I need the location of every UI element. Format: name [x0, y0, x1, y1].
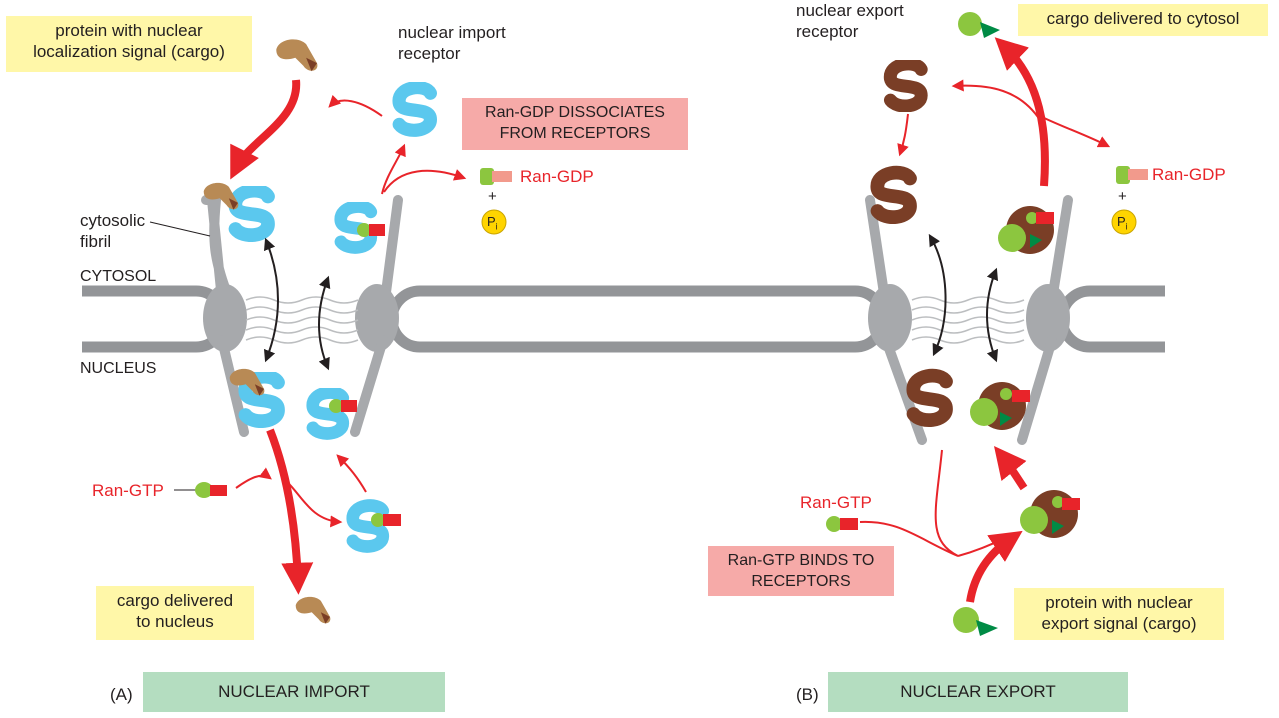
export-receptor-label: nuclear export receptor: [796, 0, 904, 42]
export-receptor-cytosol: [877, 173, 910, 218]
import-plus-sign: +: [488, 188, 497, 205]
cytosolic-fibril-label: cytosolic fibril: [80, 210, 145, 252]
binds-line1: Ran-GTP BINDS TO: [727, 552, 875, 569]
export-complex-nucleus: [970, 382, 1030, 430]
export-cargo-label-line1: protein with nuclear: [1045, 593, 1193, 612]
export-receptor-label-line2: receptor: [796, 22, 859, 41]
export-ran-gtp-label: Ran-GTP: [800, 493, 872, 512]
panel-a-letter: (A): [110, 685, 133, 704]
export-receptor-nucleus: [913, 376, 946, 421]
export-pi-sub: i: [1125, 221, 1128, 232]
import-cargo-label-line2: localization signal (cargo): [33, 42, 225, 61]
export-complex-cytosol: [998, 206, 1054, 254]
panel-a-title: NUCLEAR IMPORT: [143, 672, 445, 712]
export-plus-sign: +: [1118, 188, 1127, 205]
export-molecules: [826, 12, 1148, 636]
import-receptor-label-line2: receptor: [398, 44, 461, 63]
nuclear-pore-export: [865, 195, 1073, 445]
panel-b-letter: (B): [796, 685, 819, 704]
import-receptor-label-line1: nuclear import: [398, 23, 506, 42]
binds-line2: RECEPTORS: [751, 573, 851, 590]
ran-gdp-dissociates-box: Ran-GDP DISSOCIATES FROM RECEPTORS: [462, 98, 688, 150]
membrane-left: [82, 285, 230, 353]
ran-gtp-binds-box: Ran-GTP BINDS TO RECEPTORS: [708, 546, 894, 596]
fibril-line1: cytosolic: [80, 211, 146, 230]
import-cargo-label-line1: protein with nuclear: [55, 21, 203, 40]
import-cargo-free: [276, 39, 318, 72]
dissociates-line2: FROM RECEPTORS: [499, 125, 651, 142]
export-arrows: [859, 37, 1111, 603]
cargo-delivered-cytosol-label: cargo delivered to cytosol: [1018, 4, 1268, 36]
export-pi-label: Pi: [1117, 211, 1128, 238]
export-receptor-free: [890, 64, 921, 106]
import-pi-label: Pi: [487, 211, 498, 238]
import-pi-sub: i: [495, 221, 498, 232]
fibril-line2: fibril: [80, 232, 112, 251]
nucleus-label: NUCLEUS: [80, 360, 157, 377]
import-receptor-ran-nucleus: [313, 393, 343, 434]
delivered-nucleus-line2: to nucleus: [136, 612, 214, 631]
import-ran-gtp-label: Ran-GTP: [92, 481, 164, 500]
delivered-nucleus-line1: cargo delivered: [116, 591, 234, 610]
export-complex-forming: [1020, 490, 1080, 538]
import-pi-letter: P: [487, 214, 496, 229]
panel-b-title: NUCLEAR EXPORT: [828, 672, 1128, 712]
import-arrows: [149, 79, 467, 595]
membrane-right: [1056, 285, 1165, 353]
export-cargo-free: [953, 607, 998, 636]
dissociates-line1: Ran-GDP DISSOCIATES: [485, 104, 665, 121]
export-pi-letter: P: [1117, 214, 1126, 229]
cytosol-label: CYTOSOL: [80, 268, 157, 285]
import-ran-gdp-label: Ran-GDP: [520, 167, 594, 186]
import-receptor-label: nuclear import receptor: [398, 22, 506, 64]
membrane-middle: [386, 285, 889, 353]
export-cargo-label-line2: export signal (cargo): [1041, 614, 1197, 633]
import-receptor-free: [399, 88, 430, 131]
import-cargo-label: protein with nuclear localization signal…: [6, 16, 252, 72]
export-ran-gdp-label: Ran-GDP: [1152, 165, 1226, 184]
export-cargo-label: protein with nuclear export signal (carg…: [1014, 588, 1224, 640]
import-molecules: [174, 39, 512, 624]
import-receptor-cargo-cytosol: [235, 191, 268, 236]
export-cargo-delivered: [958, 12, 1000, 38]
import-cargo-delivered: [295, 596, 331, 624]
export-receptor-label-line1: nuclear export: [796, 1, 904, 20]
cargo-delivered-nucleus-label: cargo delivered to nucleus: [96, 586, 254, 640]
